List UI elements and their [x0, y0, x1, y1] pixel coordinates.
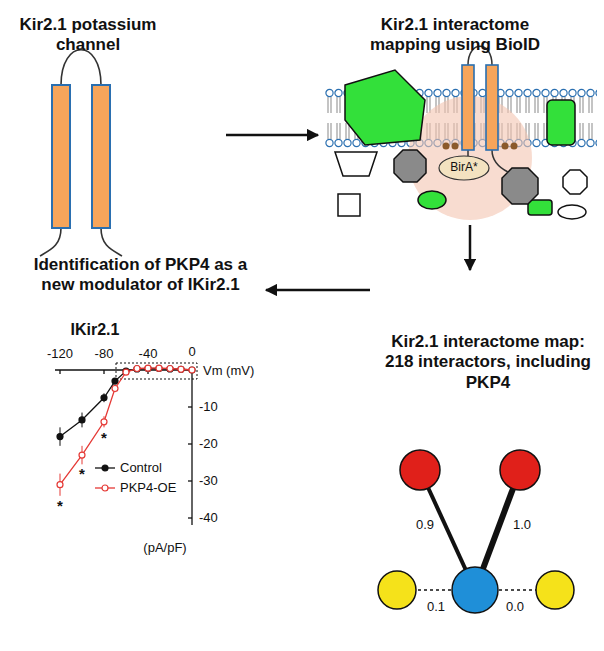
- data-point: [134, 366, 140, 372]
- network-drawing: [378, 450, 574, 613]
- edge-weight: 0.1: [427, 600, 445, 614]
- tick-label: -120: [47, 347, 73, 361]
- panel-heading: Kir2.1 potassium channel: [8, 15, 168, 56]
- data-point: [79, 417, 85, 423]
- data-point: [101, 395, 107, 401]
- data-point: [57, 434, 63, 440]
- iv-chart-axes: [55, 363, 197, 525]
- panel-heading: Kir2.1 interactome mapping using BioID: [350, 15, 560, 56]
- tick-label: -80: [95, 347, 114, 361]
- flow-arrow: [266, 289, 370, 292]
- enzyme-label: BirA*: [450, 161, 477, 174]
- tick-label: -10: [199, 400, 218, 414]
- tick-label: -40: [139, 347, 158, 361]
- data-point: [156, 365, 162, 371]
- data-point: [134, 366, 140, 372]
- data-point: [145, 366, 151, 372]
- data-point: [145, 365, 151, 371]
- panel: Identification of PKP4 as a new modulato…: [4, 250, 266, 646]
- legend-item: PKP4-OE: [94, 481, 176, 495]
- panel-heading: Kir2.1 interactome map: 218 interactors,…: [378, 332, 598, 393]
- data-point: [101, 419, 107, 425]
- data-point: [156, 366, 162, 372]
- iv-curve: [60, 369, 192, 437]
- axis-title: (pA/pF): [143, 541, 186, 555]
- legend-text: Control: [120, 461, 162, 475]
- legend-item: Control: [94, 461, 162, 475]
- tick-label: 0: [188, 345, 195, 359]
- tick-label: -40: [199, 511, 218, 525]
- edge-weight: 0.9: [416, 518, 434, 532]
- legend-sample: [94, 462, 116, 474]
- iv-curves: [57, 365, 195, 496]
- panel: Kir2.1 interactome map: 218 interactors,…: [370, 270, 600, 645]
- tick-label: -20: [199, 437, 218, 451]
- legend-text: PKP4-OE: [120, 481, 176, 495]
- data-point: [112, 386, 118, 392]
- membrane-drawing: [325, 46, 597, 220]
- panel: Kir2.1 interactome mapping using BioID: [318, 8, 600, 225]
- edge-weight: 0.0: [506, 600, 524, 614]
- data-point: [123, 369, 129, 375]
- significance-mark: *: [79, 466, 85, 483]
- legend-sample: [94, 482, 116, 494]
- data-point: [178, 366, 184, 372]
- data-point: [178, 366, 184, 372]
- data-point: [189, 367, 195, 373]
- significance-mark: *: [57, 498, 63, 515]
- chart-title: IKir2.1: [71, 321, 120, 339]
- edge-weight: 1.0: [513, 518, 531, 532]
- significance-mark: *: [101, 430, 107, 447]
- data-point: [189, 367, 195, 373]
- panel-heading: Identification of PKP4 as a new modulato…: [18, 255, 263, 296]
- tick-label: -30: [199, 474, 218, 488]
- data-point: [167, 366, 173, 372]
- channel-drawing: [40, 50, 122, 256]
- panel: Kir2.1 potassium channel: [4, 8, 226, 258]
- flow-arrow: [469, 225, 472, 270]
- flow-arrow: [226, 134, 318, 137]
- iv-curve: [60, 368, 192, 485]
- data-point: [79, 452, 85, 458]
- data-point: [57, 482, 63, 488]
- data-point: [167, 366, 173, 372]
- data-point: [112, 378, 118, 384]
- axis-title: Vm (mV): [203, 364, 254, 378]
